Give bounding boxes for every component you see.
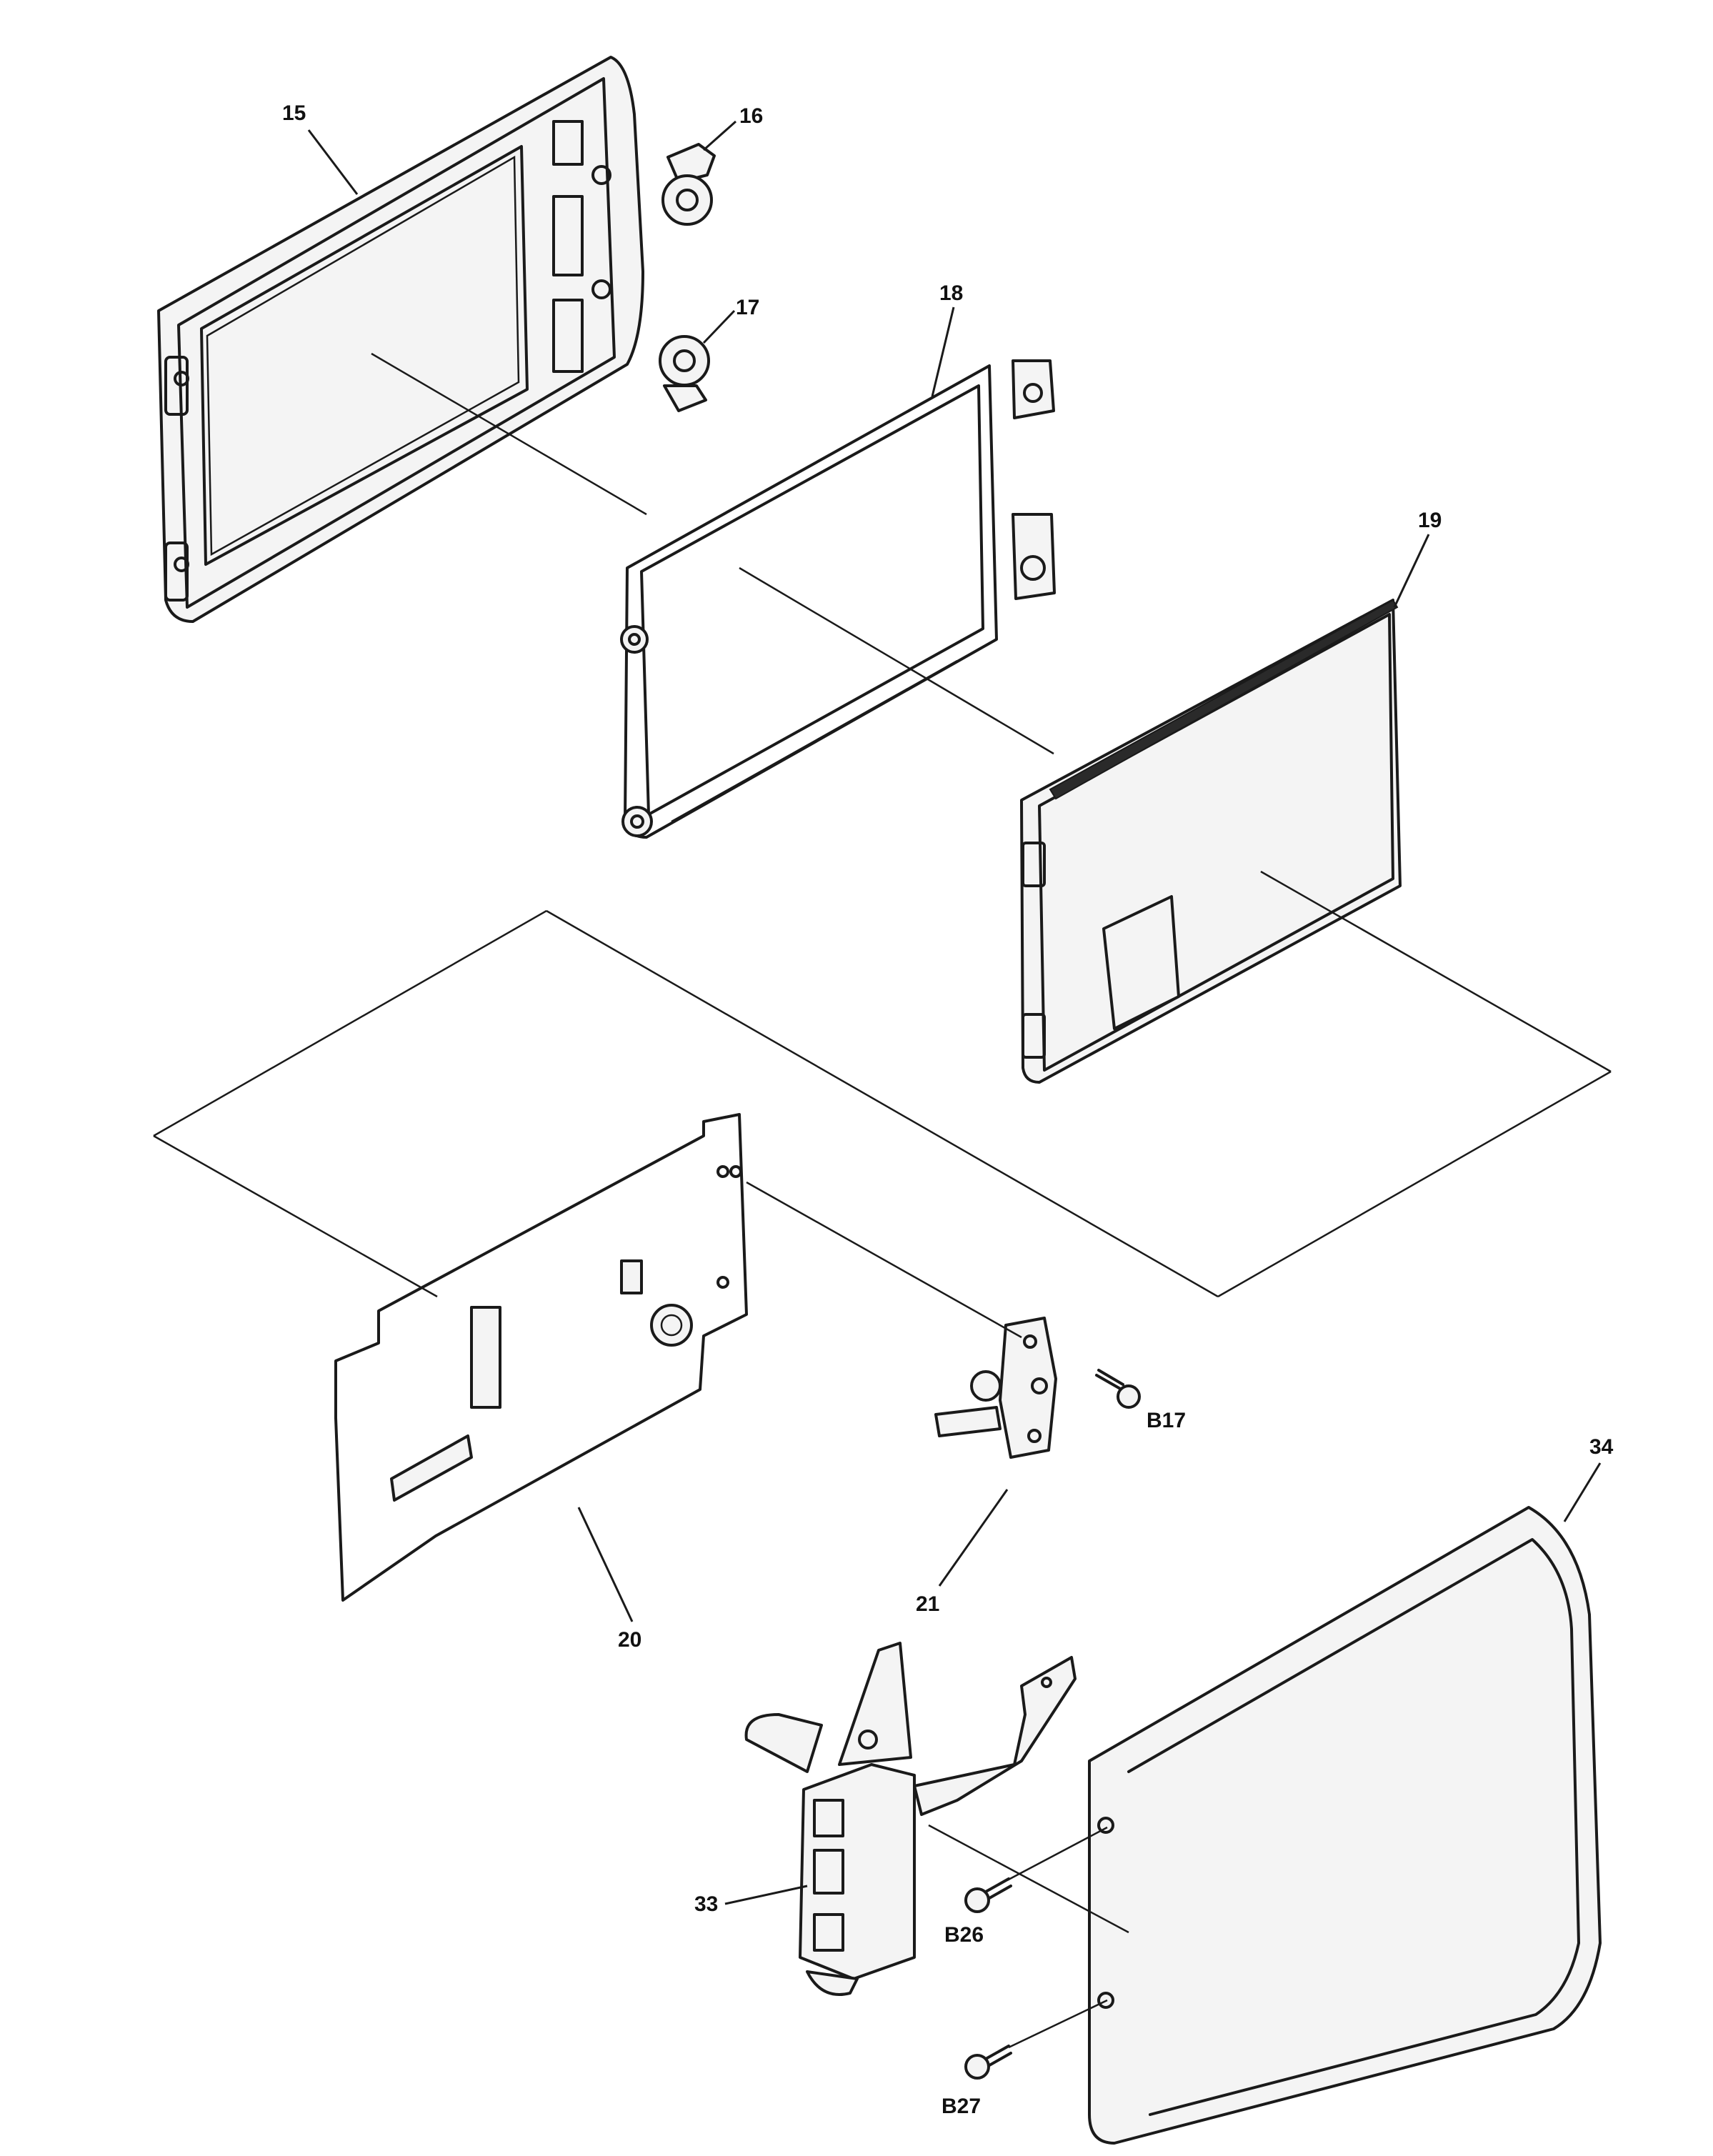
callout-16: 16 (739, 104, 763, 128)
callout-b27: B27 (942, 2095, 981, 2118)
callout-33: 33 (694, 1892, 718, 1916)
callout-b26: B26 (944, 1923, 984, 1947)
leader-lines (307, 120, 1602, 1905)
callout-labels: 15 16 17 18 19 B17 34 21 20 33 B26 B27 (282, 101, 1614, 2118)
screw-b26 (964, 1877, 1012, 1913)
part-15-lcd-frame (157, 56, 644, 623)
callout-18: 18 (939, 281, 963, 305)
part-21-bracket (934, 1317, 1057, 1459)
callout-15: 15 (282, 101, 306, 125)
screw-b27 (964, 2045, 1012, 2080)
callout-17: 17 (736, 296, 759, 319)
part-20-circuit-board (334, 1113, 748, 1602)
callout-21: 21 (916, 1592, 939, 1616)
callout-19: 19 (1418, 509, 1442, 532)
part-18-metal-frame (620, 359, 1056, 839)
screw-b17 (1095, 1369, 1141, 1409)
part-17-hinge-knob (659, 335, 710, 412)
callout-20: 20 (618, 1628, 641, 1652)
part-33-hinge-assembly (744, 1642, 1077, 1996)
callout-b17: B17 (1147, 1409, 1186, 1432)
part-19-lcd-panel (1020, 599, 1402, 1084)
part-34-rear-cover (1088, 1506, 1602, 2145)
callout-34: 34 (1589, 1435, 1614, 1459)
part-16-hinge-knob (661, 143, 716, 226)
assembly-guide-lines (153, 352, 1612, 2049)
